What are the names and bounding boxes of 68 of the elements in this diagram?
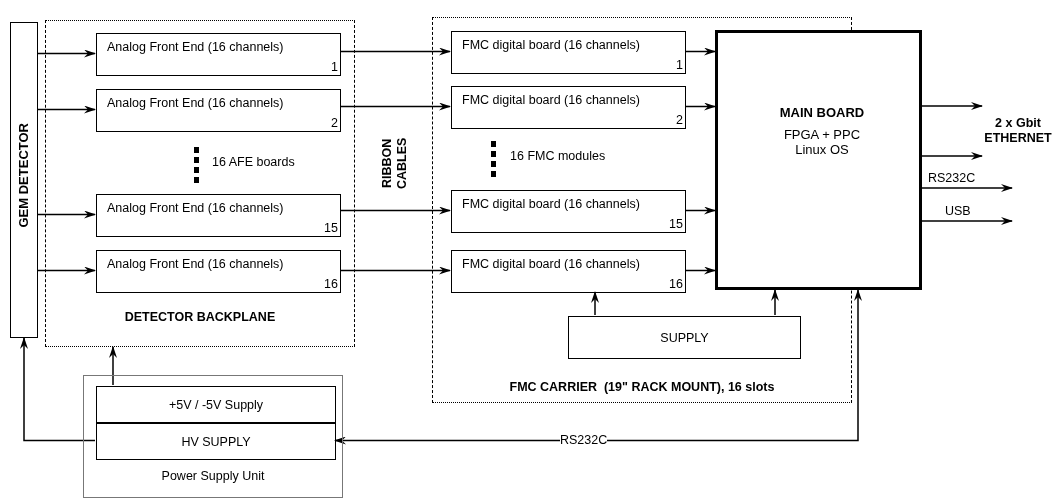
supply-label: HV SUPPLY: [180, 434, 252, 449]
board-label: FMC digital board (16 channels): [462, 197, 640, 211]
board-label: Analog Front End (16 channels): [107, 96, 284, 110]
arrow: [921, 184, 1013, 192]
detector-label: GEM DETECTOR: [16, 123, 31, 228]
arrow: [339, 266, 451, 275]
arrow: [339, 206, 451, 215]
main-board-box: [715, 30, 922, 290]
board-number: 16: [669, 277, 683, 291]
arrow: [684, 266, 716, 275]
count-label: 16 AFE boards: [212, 155, 295, 169]
board-label: Analog Front End (16 channels): [107, 40, 284, 54]
arrow: [339, 47, 451, 56]
group-label: DETECTOR BACKPLANE: [123, 310, 277, 324]
board-number: 2: [676, 113, 683, 127]
arrow: [921, 102, 983, 110]
board-number: 15: [324, 221, 338, 235]
count-label: 16 FMC modules: [510, 149, 606, 163]
board-box: [96, 194, 341, 237]
board-box: [451, 31, 686, 74]
detector-box: [10, 22, 38, 338]
unit-label: Power Supply Unit: [160, 469, 266, 483]
arrow: [921, 217, 1013, 225]
arrow: [684, 102, 716, 111]
board-number: 1: [331, 60, 338, 74]
board-box: [451, 250, 686, 293]
board-label: MAIN BOARD: [778, 105, 866, 120]
board-number: 16: [324, 277, 338, 291]
board-box: [96, 89, 341, 132]
supply-box: [96, 423, 336, 460]
board-label: FMC digital board (16 channels): [462, 257, 640, 271]
arrow: [684, 47, 716, 56]
arrow: [684, 206, 716, 215]
arrow: [37, 49, 96, 58]
supply-box: [568, 316, 801, 359]
supply-label: +5V / -5V Supply: [167, 397, 265, 412]
unit-box: [83, 375, 343, 498]
arrow: [921, 152, 983, 160]
board-label: FMC digital board (16 channels): [462, 38, 640, 52]
arrow: [37, 105, 96, 114]
dashed-group-box: [45, 20, 355, 347]
board-box: [451, 86, 686, 129]
edge-label: USB: [945, 204, 971, 218]
arrow: [334, 289, 862, 445]
board-number: 2: [331, 116, 338, 130]
supply-box: [96, 386, 336, 423]
arrow: [37, 266, 96, 275]
edge-label: RS232C: [560, 433, 608, 447]
board-box: [96, 250, 341, 293]
supply-label: SUPPLY: [659, 330, 710, 345]
arrow: [109, 346, 117, 386]
board-label: Analog Front End (16 channels): [107, 201, 284, 215]
board-number: 15: [669, 217, 683, 231]
board-number: 1: [676, 58, 683, 72]
board-label: FPGA + PPC Linux OS: [782, 127, 862, 157]
arrow: [771, 289, 779, 316]
board-label: Analog Front End (16 channels): [107, 257, 284, 271]
board-label: FMC digital board (16 channels): [462, 93, 640, 107]
arrow: [20, 337, 96, 442]
group-label: FMC CARRIER (19" RACK MOUNT), 16 slots: [508, 380, 776, 394]
board-box: [451, 190, 686, 233]
arrow: [591, 291, 599, 316]
board-box: [96, 33, 341, 76]
arrow: [339, 102, 451, 111]
arrow: [37, 210, 96, 219]
edge-label: RS232C: [928, 171, 976, 185]
cable-label: RIBBON CABLES: [380, 136, 410, 191]
interface-label: 2 x Gbit ETHERNET: [983, 116, 1053, 146]
